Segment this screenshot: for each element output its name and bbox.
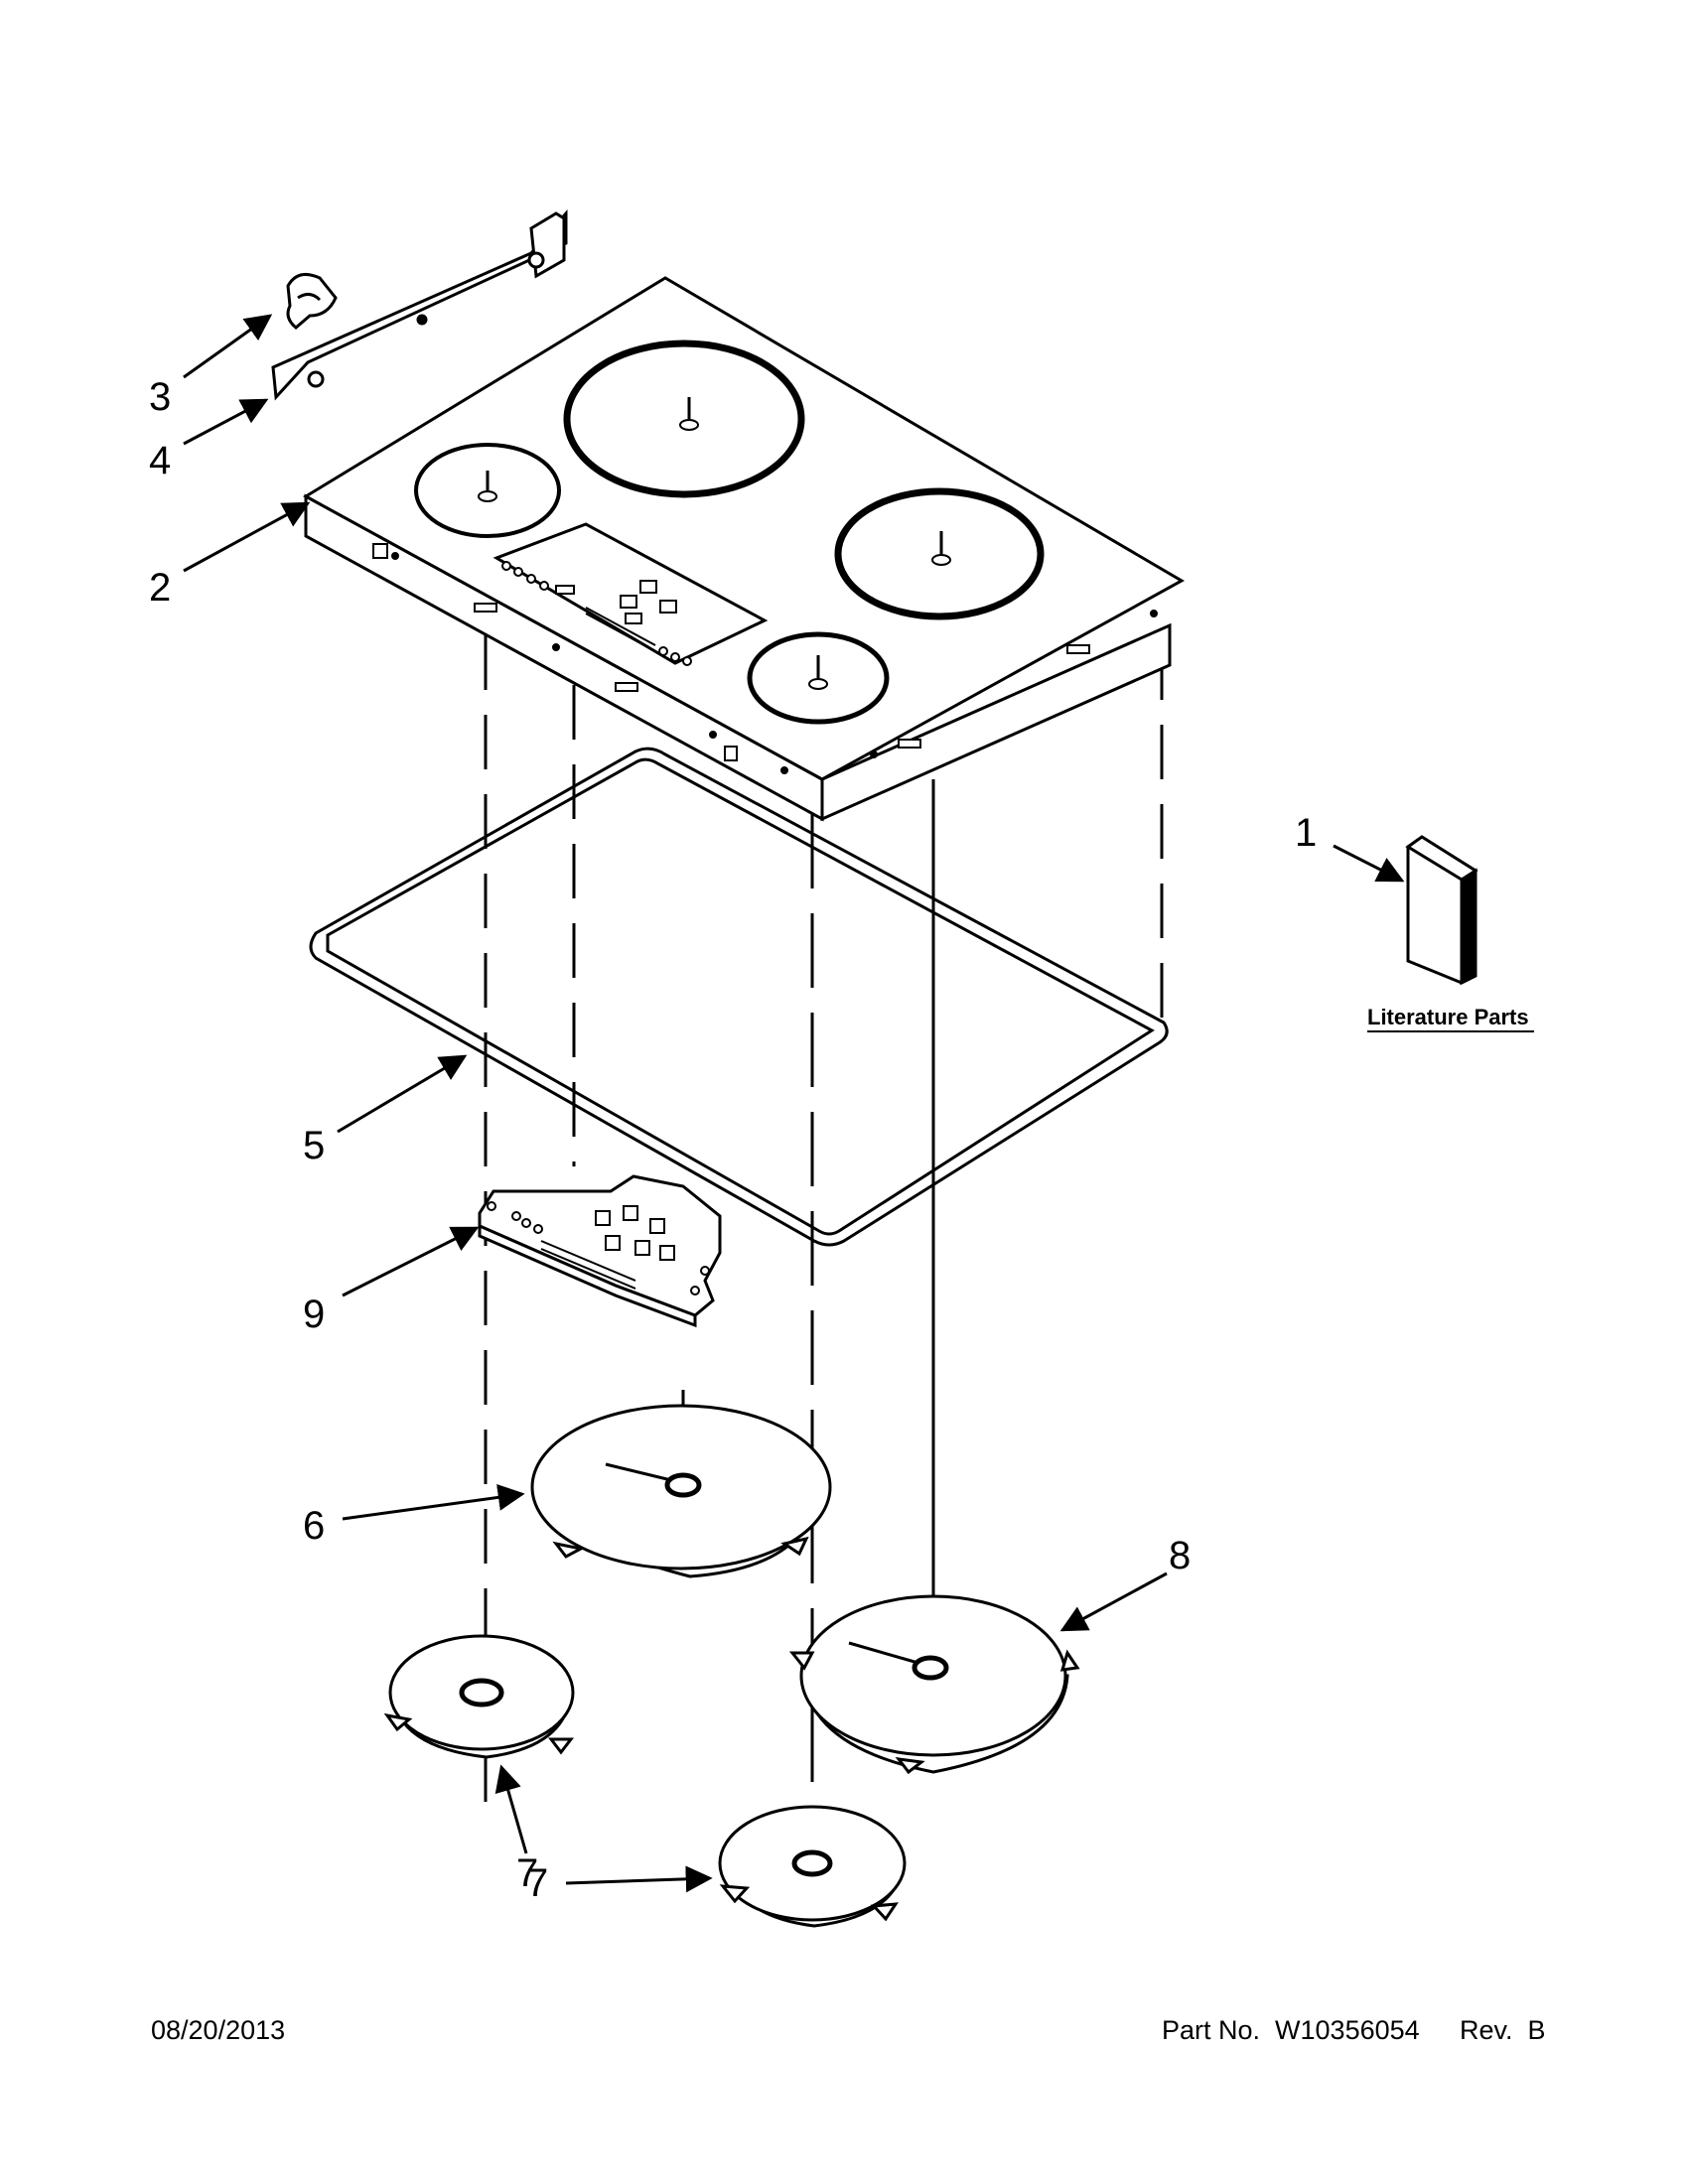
callout-3: 3: [149, 375, 171, 419]
cooktop-right-face: [820, 622, 1172, 822]
callout-arrow-4: [183, 398, 269, 446]
control-panel-buttons: [501, 561, 692, 666]
part-3-clip: [286, 272, 338, 330]
part-1-literature-book: [1405, 835, 1478, 986]
callout-6: 6: [303, 1504, 325, 1548]
callout-4: 4: [149, 439, 171, 482]
footer-revision: Rev. B: [1460, 2015, 1546, 2045]
literature-parts-label: Literature Parts: [1367, 1005, 1529, 1029]
callout-8: 8: [1169, 1534, 1191, 1577]
callout-5: 5: [303, 1124, 325, 1167]
callout-arrow-8: [1059, 1571, 1168, 1632]
cooktop-side-details: [372, 543, 1158, 774]
callout-arrow-6: [342, 1483, 525, 1521]
callout-7-upper: 7: [516, 1851, 538, 1895]
callout-1: 1: [1295, 811, 1317, 855]
part-7-small-element-front: [718, 1805, 907, 1928]
callout-9: 9: [303, 1293, 325, 1336]
part-9-control-board: [478, 1174, 722, 1328]
callout-arrow-2: [183, 501, 311, 573]
part-6-large-element: [530, 1404, 832, 1578]
burner-ring-right: [834, 487, 1045, 620]
footer-date: 08/20/2013: [151, 2015, 286, 2045]
burner-ring-back: [563, 340, 805, 498]
callout-arrow-9: [342, 1226, 480, 1297]
callout-arrow-5: [337, 1054, 468, 1134]
callout-arrow-1: [1333, 844, 1405, 883]
control-panel: [492, 522, 769, 665]
part-7-small-element-left: [383, 1634, 575, 1759]
callout-7-lower: 7: [526, 1861, 548, 1905]
part-4-bracket: [271, 209, 568, 401]
part-5-gasket: [309, 747, 1169, 1247]
callout-arrow-7a: [494, 1764, 528, 1854]
footer-part-number: Part No. W10356054: [1162, 2015, 1420, 2045]
callout-2: 2: [149, 566, 171, 610]
cooktop-glass-top: [303, 276, 1186, 781]
callout-arrow-3: [183, 314, 273, 379]
callout-arrow-7b: [565, 1865, 713, 1893]
part-2-cooktop: [303, 276, 1186, 822]
callout-numbers: 1 2 3 4 5 6 7 7 8 9: [149, 375, 1317, 1905]
part-8-medium-element: [788, 1594, 1080, 1775]
callout-arrows: [183, 314, 1405, 1893]
